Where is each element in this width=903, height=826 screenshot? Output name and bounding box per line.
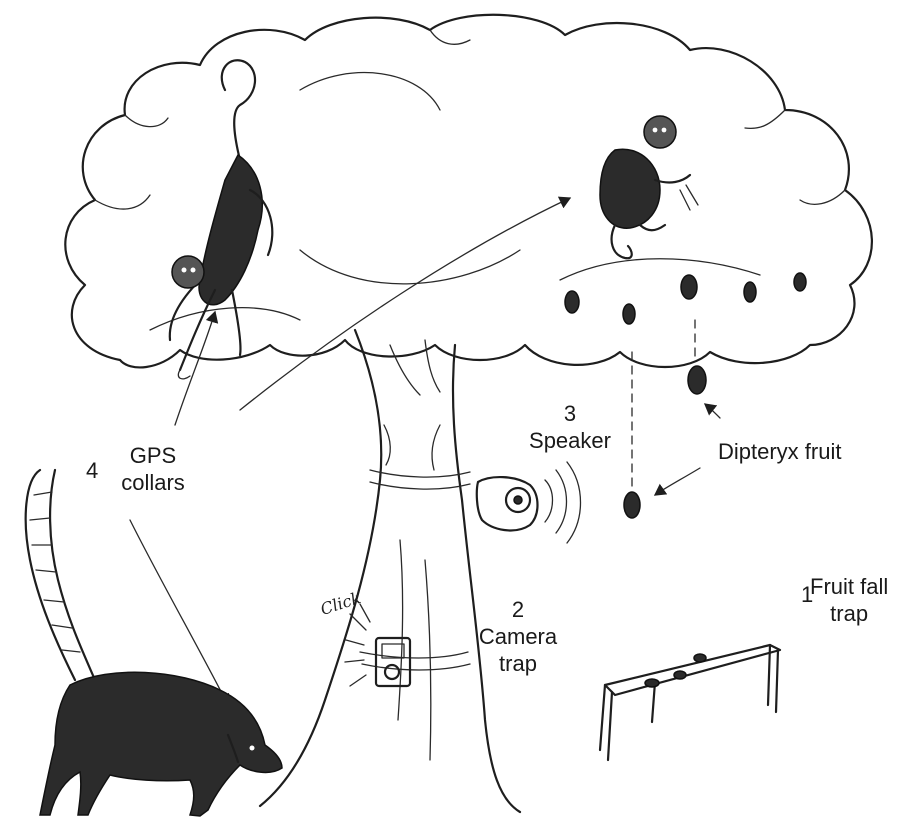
dipteryx-fruit-label: Dipteryx fruit	[718, 438, 841, 465]
speaker-number: 3	[525, 400, 615, 427]
coati	[26, 470, 282, 816]
speaker-icon	[477, 462, 581, 543]
fruit-fall-trap-line1: Fruit fall	[810, 573, 888, 600]
spider-monkey	[170, 60, 273, 379]
speaker-line1: Speaker	[525, 427, 615, 454]
camera-trap-line2: trap	[476, 650, 560, 677]
canopy-fruits	[565, 273, 806, 324]
gps-collars-line1: GPS	[107, 442, 199, 469]
arrow-to-capuchin	[240, 198, 570, 410]
camera-trap-label: 2 Camera trap	[476, 596, 560, 677]
camera-trap-number: 2	[476, 596, 560, 623]
fruit-fall-trap-line2: trap	[810, 600, 888, 627]
dipteryx-fruit	[688, 366, 706, 394]
gps-collars-line2: collars	[107, 469, 199, 496]
gps-collars-number: 4	[86, 458, 98, 484]
arrow-to-hanging-fruit	[705, 404, 720, 418]
fruit-fall-trap-table	[600, 645, 780, 760]
tree-canopy	[65, 15, 872, 368]
dipteryx-fruit	[624, 492, 640, 518]
camera-trap-line1: Camera	[476, 623, 560, 650]
tree-trunk	[260, 330, 520, 812]
gps-collars-label: GPS collars	[107, 442, 199, 496]
fruit-fall-trap-label: Fruit fall trap	[810, 573, 888, 627]
arrow-to-fallen-fruit	[655, 468, 700, 495]
speaker-label: 3 Speaker	[525, 400, 615, 454]
capuchin-monkey	[600, 116, 698, 258]
